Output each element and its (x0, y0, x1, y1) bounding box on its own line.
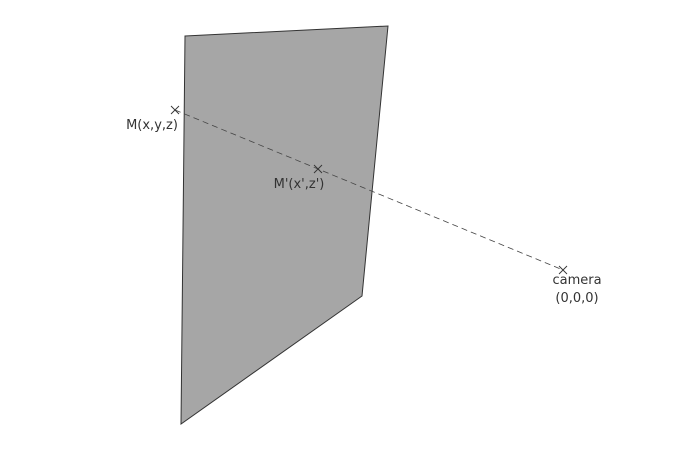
image-plane (180, 25, 389, 425)
point-m-prime-label: M'(x',z') (274, 177, 325, 192)
point-m-label: M(x,y,z) (126, 118, 178, 133)
point-m-prime-marker-icon (313, 164, 323, 174)
camera-label: camera (552, 273, 601, 288)
camera-origin-coordinates: (0,0,0) (555, 291, 598, 306)
camera-marker-icon (558, 265, 568, 275)
point-m-marker-icon (170, 105, 180, 115)
